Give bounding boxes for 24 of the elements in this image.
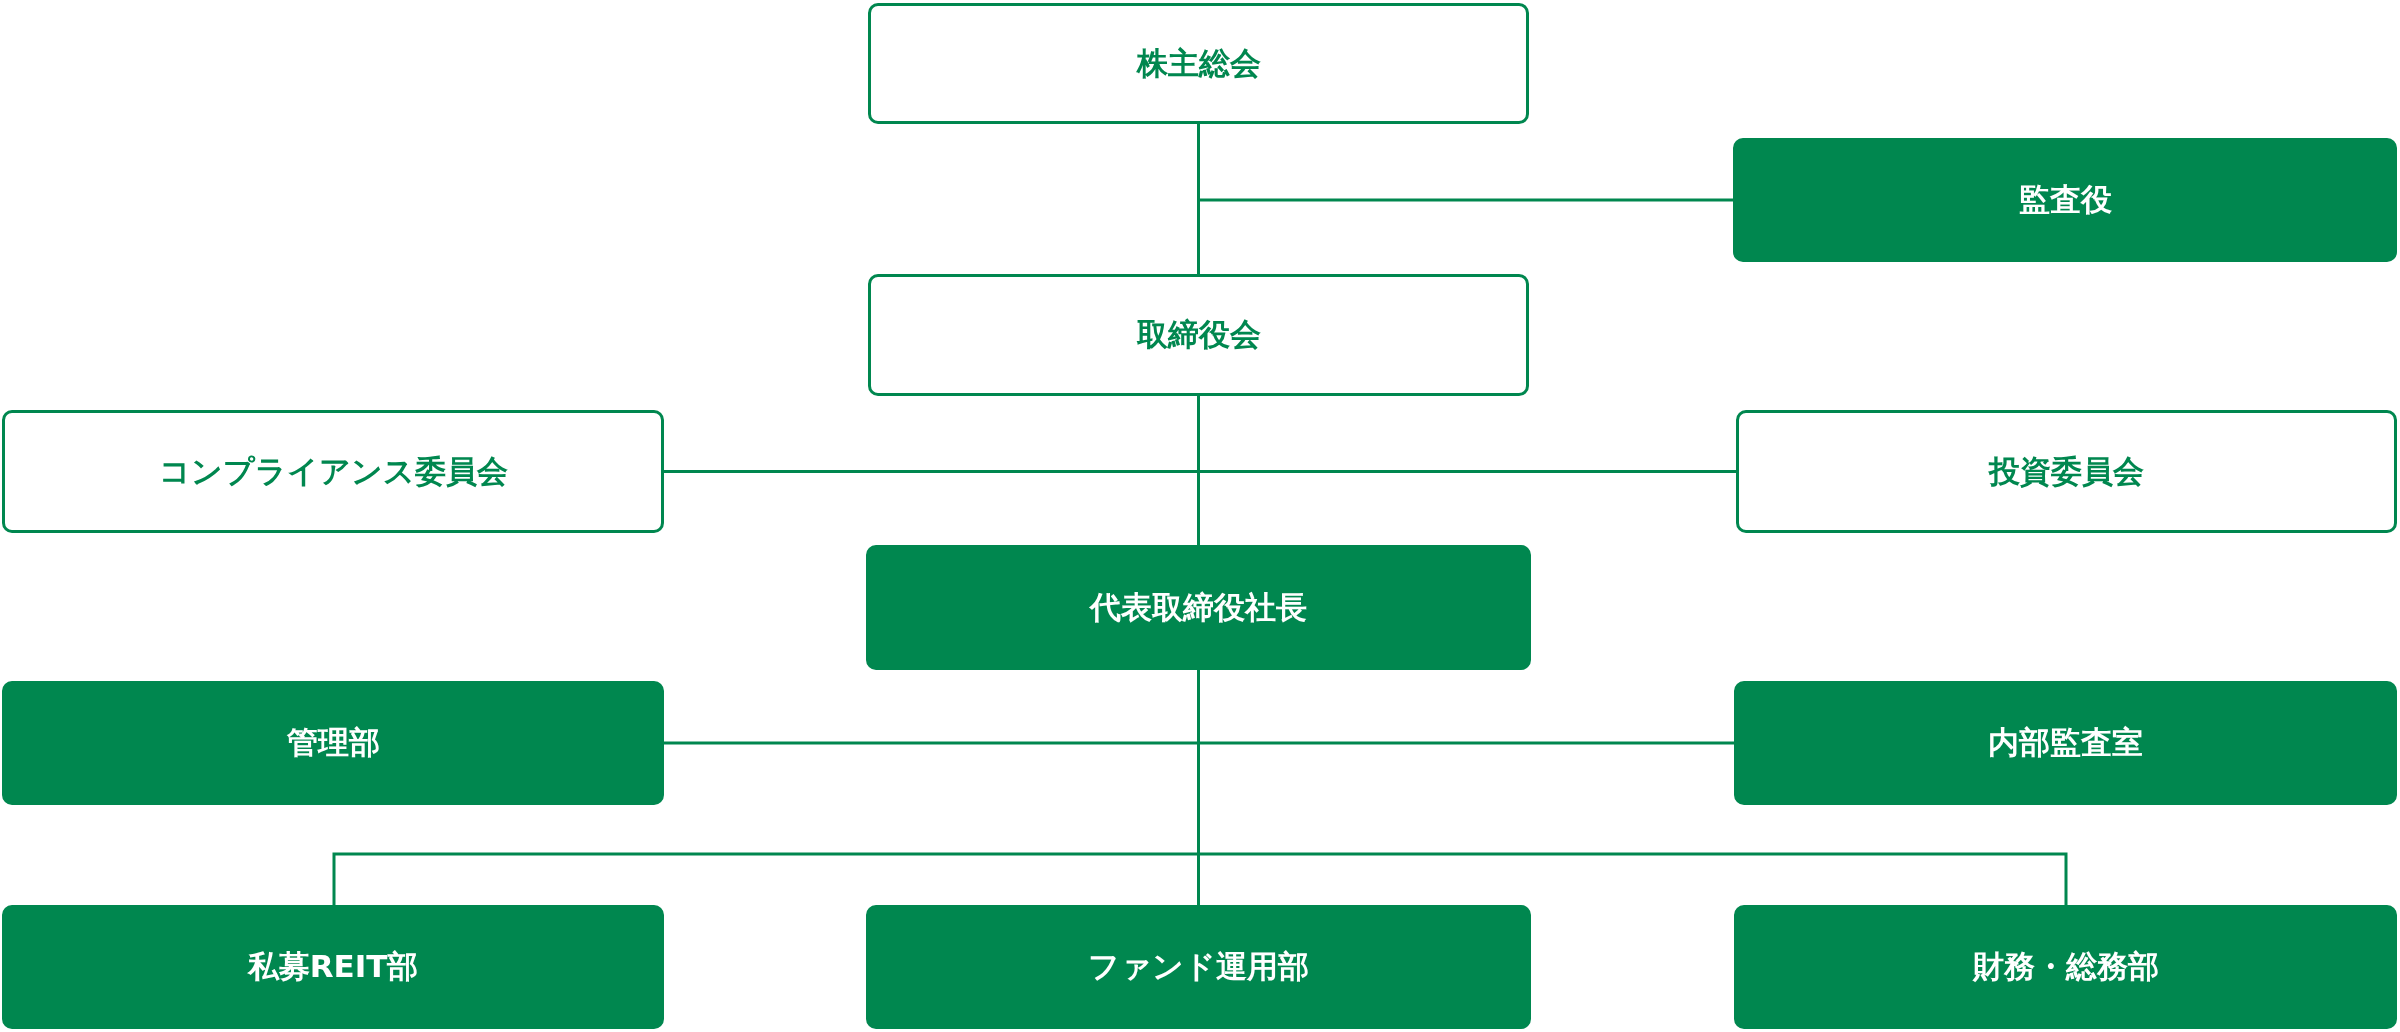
meeting-box [868, 3, 1529, 124]
board-box [868, 274, 1529, 396]
president-box [866, 545, 1531, 670]
department-box [2, 681, 664, 805]
office-box [1734, 681, 2397, 805]
department-box [2, 905, 664, 1029]
unit-name: 内部監査室 [1988, 723, 2143, 762]
unit-name: 監査役 [2018, 180, 2112, 219]
unit-name: 私募REIT部 [247, 947, 419, 986]
auditor-box [1733, 138, 2397, 262]
connector-line [1197, 396, 1200, 545]
unit-name: 管理部 [286, 723, 380, 762]
unit-name: ファンド運用部 [1088, 947, 1309, 986]
unit-name: コンプライアンス委員会 [158, 451, 508, 491]
unit-name: 投資委員会 [1989, 451, 2144, 491]
unit-name: 株主総会 [1136, 43, 1261, 83]
committee-box [2, 410, 664, 533]
committee-box [1736, 410, 2397, 533]
connector-line [1197, 124, 1200, 274]
department-box [866, 905, 1531, 1029]
unit-name: 財務・総務部 [1972, 947, 2159, 986]
unit-name: 代表取締役社長 [1090, 587, 1307, 627]
unit-name: 取締役会 [1136, 315, 1261, 354]
department-box [1734, 905, 2397, 1029]
